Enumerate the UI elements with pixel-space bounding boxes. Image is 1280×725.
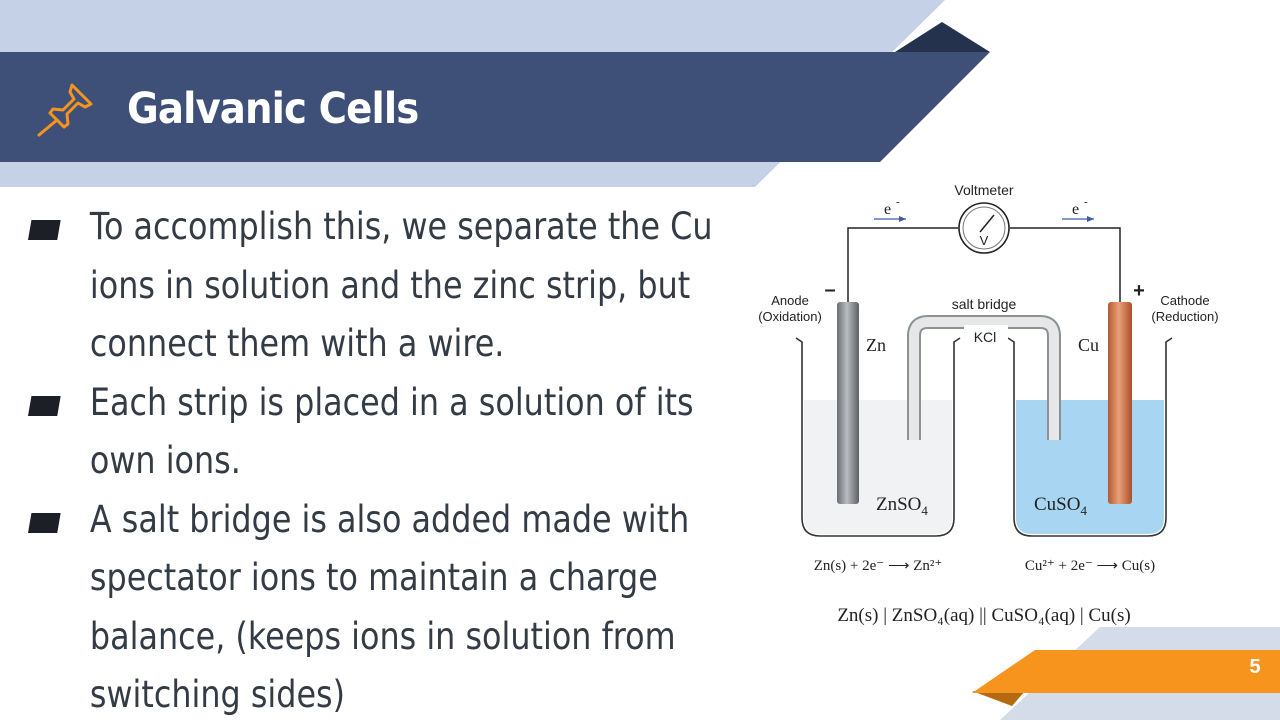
voltmeter-label: Voltmeter bbox=[954, 182, 1013, 198]
cu-electrode-label: Cu bbox=[1078, 335, 1099, 355]
electron-left-arrowhead bbox=[899, 216, 906, 222]
footer-orange-tab bbox=[972, 650, 1280, 693]
cathode-sub-label: (Reduction) bbox=[1151, 309, 1218, 324]
bullet-item: Each strip is placed in a solution of it… bbox=[28, 374, 761, 491]
bullet-item: A salt bridge is also added made with sp… bbox=[28, 491, 761, 725]
anode-minus-sign: – bbox=[824, 279, 835, 301]
electron-right-charge: - bbox=[1084, 196, 1088, 208]
banner-dark bbox=[0, 52, 990, 162]
salt-bridge-label: salt bridge bbox=[952, 296, 1017, 312]
pushpin-icon bbox=[37, 83, 93, 137]
electron-right-arrowhead bbox=[1087, 216, 1094, 222]
right-beaker bbox=[1007, 337, 1173, 537]
right-solution-label: CuSO4 bbox=[1034, 494, 1087, 518]
zn-electrode-label: Zn bbox=[866, 335, 886, 355]
left-solution-label: ZnSO4 bbox=[876, 494, 928, 518]
galvanic-cell-diagram: V Voltmeter e - e - – + Anode (Oxidation… bbox=[758, 182, 1218, 626]
electron-right-label: e bbox=[1072, 201, 1079, 218]
salt-bridge-label-gap bbox=[964, 325, 1008, 347]
bullet-item: To accomplish this, we separate the Cu i… bbox=[28, 198, 761, 374]
anode-label: Anode bbox=[771, 293, 809, 308]
cell-notation: Zn(s) | ZnSO₄(aq) || CuSO₄(aq) | Cu(s) bbox=[837, 605, 1130, 626]
cathode-label: Cathode bbox=[1160, 293, 1209, 308]
salt-bridge-inner bbox=[909, 317, 1059, 440]
bullet-text: To accomplish this, we separate the Cu i… bbox=[89, 205, 713, 365]
footer-dark-tab bbox=[972, 691, 1025, 706]
zinc-electrode bbox=[837, 302, 859, 504]
slide-title: Galvanic Cells bbox=[127, 84, 419, 134]
right-wire bbox=[1010, 227, 1121, 303]
voltmeter-dial bbox=[962, 206, 1006, 250]
electron-left-charge: - bbox=[896, 196, 900, 208]
left-beaker bbox=[795, 337, 961, 537]
bullet-marker-icon bbox=[28, 395, 61, 416]
voltmeter-needle bbox=[979, 214, 995, 233]
bullet-marker-icon bbox=[28, 220, 61, 240]
left-wire bbox=[847, 227, 958, 303]
bullet-marker-icon bbox=[28, 512, 61, 533]
cathode-plus-sign: + bbox=[1133, 280, 1145, 302]
banner-fold bbox=[895, 22, 990, 52]
anode-reaction: Zn(s) + 2e⁻ ⟶ Zn²⁺ bbox=[814, 558, 943, 574]
electron-left-label: e bbox=[884, 201, 891, 218]
bullet-text: Each strip is placed in a solution of it… bbox=[89, 380, 694, 483]
anode-sub-label: (Oxidation) bbox=[758, 309, 822, 324]
bullet-text: A salt bridge is also added made with sp… bbox=[89, 497, 690, 717]
page-number: 5 bbox=[1249, 656, 1261, 678]
salt-bridge-content: KCl bbox=[974, 329, 997, 345]
cathode-reaction: Cu²⁺ + 2e⁻ ⟶ Cu(s) bbox=[1025, 558, 1155, 574]
copper-electrode bbox=[1108, 302, 1132, 504]
bullet-list: To accomplish this, we separate the Cu i… bbox=[28, 198, 728, 725]
voltmeter-symbol: V bbox=[980, 233, 989, 248]
